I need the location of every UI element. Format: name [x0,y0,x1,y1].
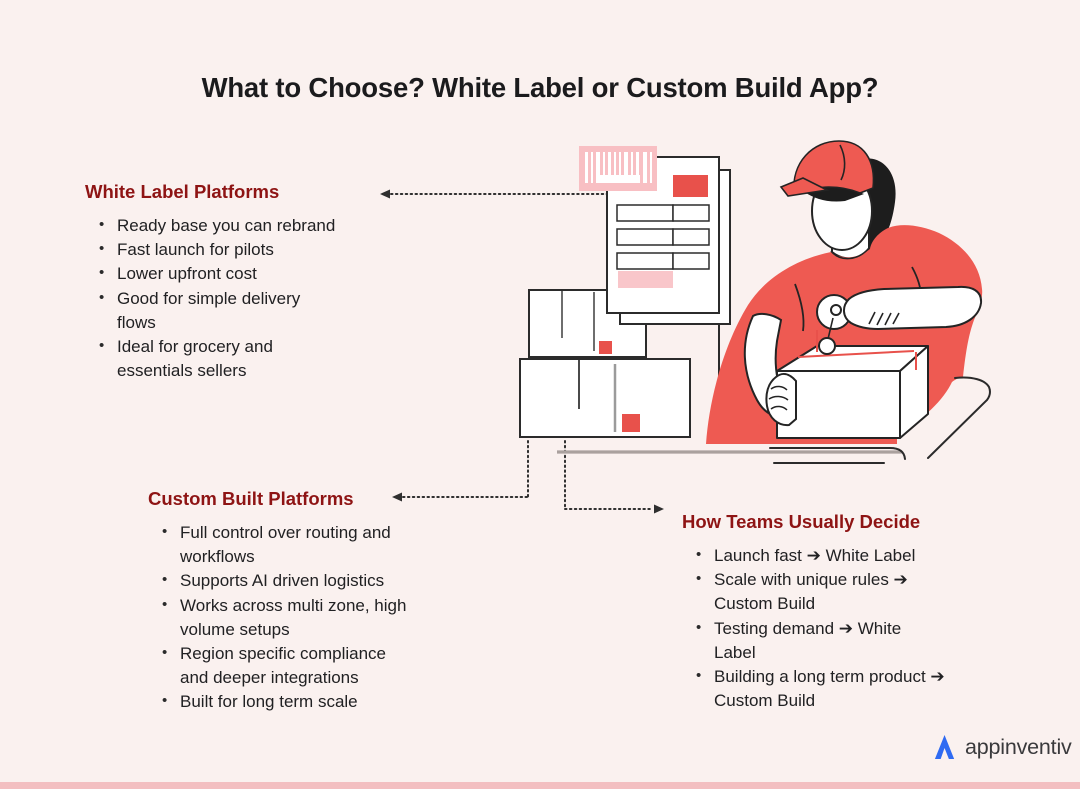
list-item: Fast launch for pilots [98,237,343,262]
list-item: Launch fast ➔ White Label [695,543,947,568]
list-item: Good for simple delivery flows [98,286,343,335]
table-details [769,376,992,464]
list-item: Ready base you can rebrand [98,213,343,238]
appinventiv-logo-text: appinventiv [965,734,1072,759]
box-label-red [622,414,640,432]
table-corner-edge [927,376,992,459]
shirt-crease-left [794,283,805,332]
box-front-face [776,370,901,439]
form-fields [616,204,710,270]
bullet-list: Full control over routing and workflowsS… [161,520,416,715]
appinventiv-logo-icon [934,734,955,760]
list-item: Scale with unique rules ➔ Custom Build [695,567,947,616]
cap-shadow [805,181,864,202]
section-heading: Custom Built Platforms [148,488,354,509]
connector-white-label-arrow [380,189,609,199]
document-red-block [673,175,708,197]
bullet-list: Launch fast ➔ White LabelScale with uniq… [695,543,947,713]
section-how-teams-decide: How Teams Usually Decide Launch fast ➔ W… [682,511,947,713]
list-item: Ideal for grocery and essentials sellers [98,334,343,383]
list-item: Built for long term scale [161,689,416,714]
cap-seam [839,144,846,181]
bottom-accent-bar [0,782,1080,789]
box-label-red [599,341,612,354]
collar-line [830,247,870,260]
list-item: Region specific compliance and deeper in… [161,641,416,690]
finger-lines [868,311,900,326]
cap-brim [779,177,830,197]
document-pink-block [618,271,673,288]
appinventiv-logo: appinventiv [933,733,1072,761]
section-white-label: White Label Platforms Ready base you can… [85,181,345,383]
bullet-list: Ready base you can rebrandFast launch fo… [98,213,343,383]
left-hand [765,372,797,427]
list-item: Full control over routing and workflows [161,520,416,569]
list-item: Testing demand ➔ White Label [695,616,947,665]
packing-box [776,345,929,439]
shipping-documents [579,146,772,431]
section-heading: How Teams Usually Decide [682,511,921,532]
connector-custom-built-arrow [392,440,529,502]
list-item: Works across multi zone, high volume set… [161,593,416,642]
barcode-label [579,146,657,191]
list-item: Lower upfront cost [98,261,343,286]
cap [793,140,875,196]
box-right-face [899,345,929,439]
tape-red-lines [797,330,917,370]
section-heading: White Label Platforms [85,181,280,202]
right-arm-sleeve [843,285,983,331]
page-title: What to Choose? White Label or Custom Bu… [201,72,879,104]
list-item: Building a long term product ➔ Custom Bu… [695,664,947,713]
stacked-box-bottom [519,358,691,438]
tape-roller [818,337,836,355]
section-custom-built: Custom Built Platforms Full control over… [148,488,418,715]
list-item: Supports AI driven logistics [161,568,416,593]
